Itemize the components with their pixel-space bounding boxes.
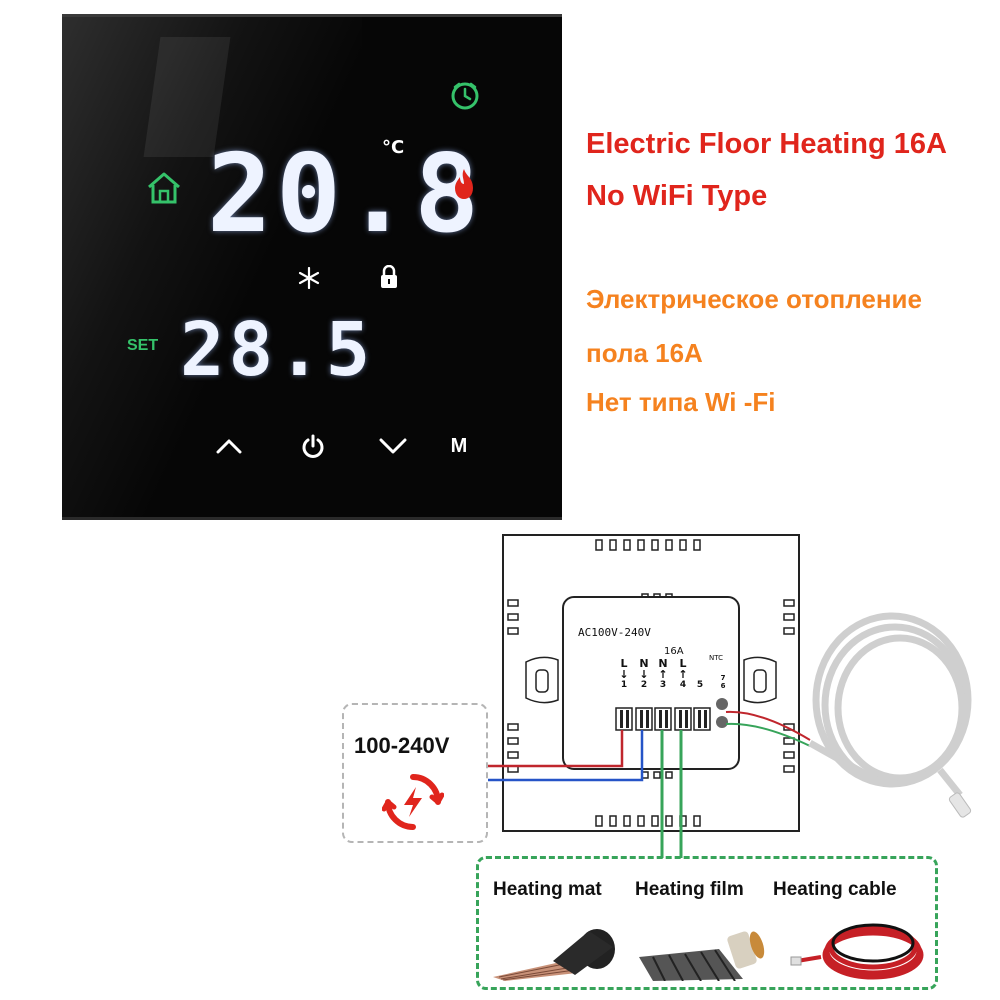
terminal-1: L↓1 (619, 657, 629, 690)
headline-russian-line1: Электрическое отопление (586, 284, 922, 314)
heating-film-image (639, 931, 765, 981)
terminal-5: 5 (696, 680, 704, 690)
power-source-box: 100-240V (342, 703, 488, 843)
terminal-4: L↑4 (678, 657, 688, 690)
voltage-label: 100-240V (354, 733, 450, 758)
headline-russian-line3: Нет типа Wi -Fi (586, 387, 776, 417)
clock-icon (451, 82, 479, 110)
chevron-up-icon (216, 439, 242, 454)
terminal-3: N↑3 (658, 657, 668, 690)
snowflake-icon (298, 267, 320, 289)
flame-icon (455, 169, 473, 199)
headline-english-line1: Electric Floor Heating 16A (586, 128, 947, 160)
load-heating-cable: Heating cable (773, 879, 897, 900)
electric-hazard-icon (382, 774, 444, 830)
device-backplate (502, 534, 800, 832)
headline-english-line2: No WiFi Type (586, 180, 768, 212)
set-label: SET (127, 337, 159, 354)
chevron-down-icon (379, 438, 407, 454)
mode-label: M (450, 434, 468, 457)
heating-mat-image (493, 929, 615, 981)
current-temperature: 20.8 (207, 132, 484, 257)
glass-reflection (62, 17, 362, 517)
ntc-label: NTC (709, 654, 723, 662)
home-icon (148, 172, 180, 204)
load-heating-film: Heating film (635, 879, 744, 900)
supply-voltage-label: AC100V-240V (578, 626, 651, 639)
heating-cable-image (790, 923, 924, 980)
set-temperature: 28.5 (180, 307, 375, 393)
terminal-2: N↓2 (639, 657, 649, 690)
lock-icon (381, 265, 397, 288)
decrease-button[interactable] (376, 429, 410, 463)
headline-russian-line2: пола 16A (586, 338, 703, 368)
load-heating-mat: Heating mat (493, 879, 602, 900)
temperature-unit: °C (382, 137, 405, 158)
mode-button[interactable]: M (442, 429, 476, 463)
power-button[interactable] (296, 429, 330, 463)
heating-loads-box: Heating mat Heating film Heating cable (476, 856, 938, 990)
current-rating-label: 16A (664, 646, 684, 657)
power-icon (302, 434, 324, 458)
thermostat-panel: 20.8 °C SET 28.5 M (62, 14, 562, 520)
wiring-lines (488, 612, 972, 858)
increase-button[interactable] (212, 429, 246, 463)
